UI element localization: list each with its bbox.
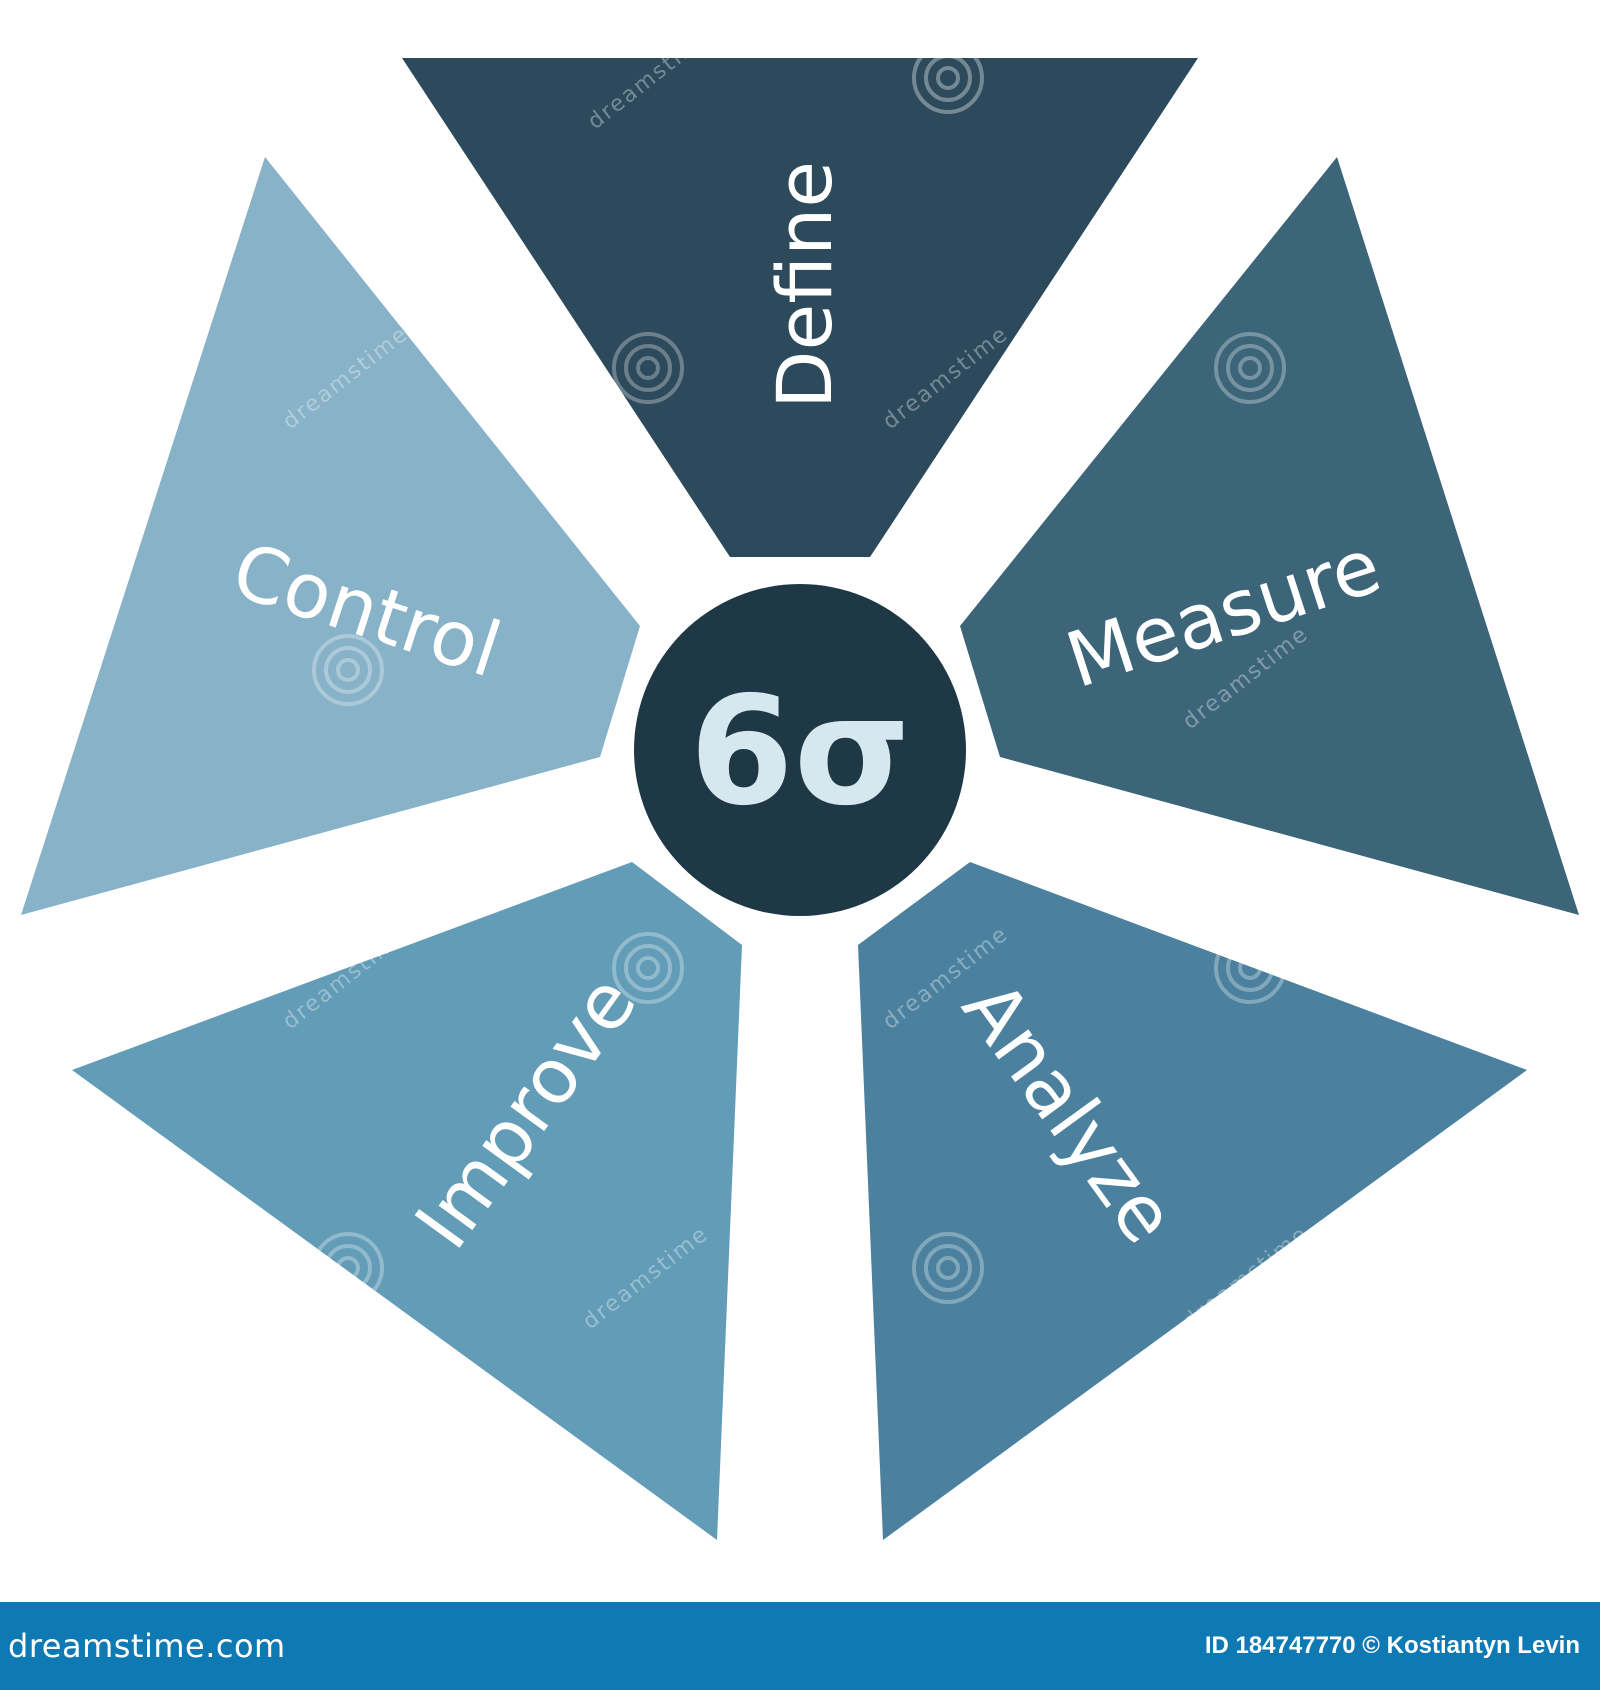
spiral-watermark-icon bbox=[1214, 332, 1286, 404]
segment-measure bbox=[960, 157, 1579, 915]
segment-control bbox=[21, 157, 640, 915]
footer-brand[interactable]: dreamstime.com bbox=[8, 1627, 286, 1665]
spiral-watermark-icon bbox=[912, 1232, 984, 1304]
six-sigma-dmaic-diagram: dreamstime dreamstime dreamstime dreamst… bbox=[21, 42, 1579, 1540]
footer-bar: dreamstime.com ID 184747770 © Kostiantyn… bbox=[0, 1602, 1600, 1690]
segment-define-label: Define bbox=[760, 161, 849, 409]
footer-credit: ID 184747770 © Kostiantyn Levin bbox=[1204, 1632, 1580, 1659]
spiral-watermark-icon bbox=[312, 1232, 384, 1304]
spiral-watermark-icon bbox=[1214, 932, 1286, 1004]
spiral-watermark-icon bbox=[612, 332, 684, 404]
six-sigma-label: 6σ bbox=[689, 665, 910, 839]
segment-improve bbox=[72, 862, 742, 1540]
spiral-watermark-icon bbox=[312, 634, 384, 706]
center-circle bbox=[634, 584, 966, 916]
segment-define bbox=[402, 58, 1198, 557]
spiral-watermark-icon bbox=[612, 932, 684, 1004]
spiral-watermark-icon bbox=[912, 42, 984, 114]
segment-analyze bbox=[858, 862, 1527, 1540]
